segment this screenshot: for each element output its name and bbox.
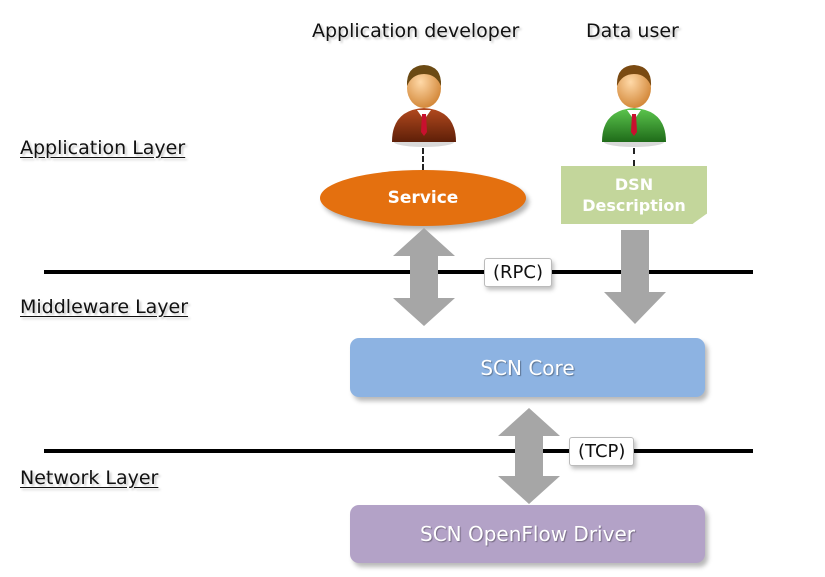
dsn-core-down-arrow-icon — [604, 230, 666, 324]
scn-core-label: SCN Core — [480, 355, 575, 380]
scn-core-node: SCN Core — [350, 338, 705, 397]
data-user-connector — [633, 148, 635, 166]
application-layer-label: Application Layer — [20, 137, 186, 159]
core-driver-double-arrow-icon — [498, 408, 560, 504]
scn-driver-label: SCN OpenFlow Driver — [420, 522, 635, 546]
service-core-double-arrow-icon — [393, 228, 455, 326]
tcp-protocol-label: (TCP) — [569, 437, 635, 466]
middleware-boundary-line — [44, 270, 753, 274]
service-node: Service — [320, 170, 526, 226]
dsn-label-line2: Description — [582, 196, 686, 215]
dsn-description-node: DSN Description — [561, 166, 707, 224]
developer-connector — [422, 148, 424, 170]
rpc-protocol-label: (RPC) — [484, 258, 552, 287]
developer-title: Application developer — [312, 20, 520, 42]
developer-person-icon — [392, 65, 456, 147]
service-label: Service — [387, 188, 459, 208]
network-layer-label: Network Layer — [20, 467, 159, 489]
network-boundary-line — [44, 449, 753, 453]
middleware-layer-label: Middleware Layer — [20, 296, 189, 318]
data-user-person-icon — [602, 65, 666, 147]
scn-openflow-driver-node: SCN OpenFlow Driver — [350, 505, 705, 563]
data-user-title: Data user — [586, 20, 679, 42]
dsn-label-line1: DSN — [614, 175, 654, 194]
